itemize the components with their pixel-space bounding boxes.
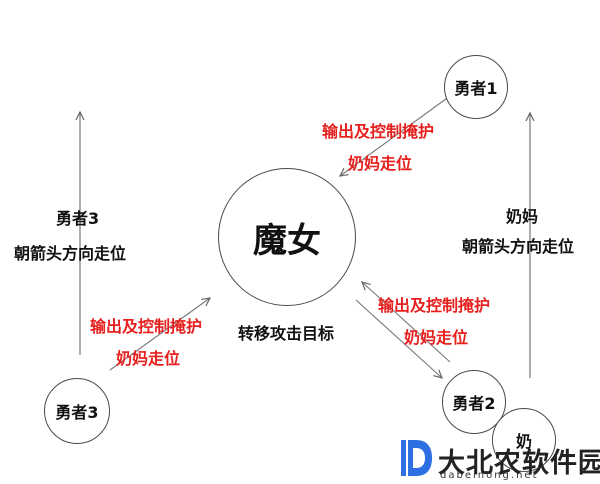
watermark-logo-icon	[401, 440, 432, 476]
hero3-title: 勇者3	[56, 209, 100, 228]
red-note-left-line1: 输出及控制掩护	[90, 317, 203, 336]
red-note-left-line2: 奶妈走位	[116, 349, 181, 368]
witch-action-text: 转移攻击目标	[238, 324, 335, 343]
nurse-node: 奶	[492, 408, 556, 472]
hero1-node-label: 勇者1	[454, 79, 498, 98]
hero3-node: 勇者3	[44, 378, 110, 444]
witch-node: 魔女	[218, 168, 356, 306]
watermark-en: dabeinong.net	[440, 470, 539, 481]
hero3-move-text: 朝箭头方向走位	[14, 244, 127, 263]
nurse-title: 奶妈	[506, 207, 539, 226]
red-note-right-line1: 输出及控制掩护	[378, 296, 491, 315]
nurse-node-label: 奶	[515, 432, 532, 451]
nurse-move-text: 朝箭头方向走位	[462, 237, 575, 256]
watermark-cn: 大北农软件园	[438, 448, 600, 479]
witch-to-hero2-arrow	[355, 299, 442, 378]
red-note-top-line2: 奶妈走位	[348, 154, 413, 173]
hero1-node: 勇者1	[444, 55, 508, 119]
witch-node-label: 魔女	[253, 220, 321, 261]
hero2-node-label: 勇者2	[452, 394, 496, 413]
hero3-to-witch-arrow	[109, 298, 210, 371]
hero1-to-witch-arrow	[340, 95, 451, 176]
red-note-top-line1: 输出及控制掩护	[322, 122, 435, 141]
hero2-to-witch-arrow	[362, 282, 451, 363]
hero3-node-label: 勇者3	[55, 403, 99, 422]
red-note-right-line2: 奶妈走位	[404, 328, 469, 347]
